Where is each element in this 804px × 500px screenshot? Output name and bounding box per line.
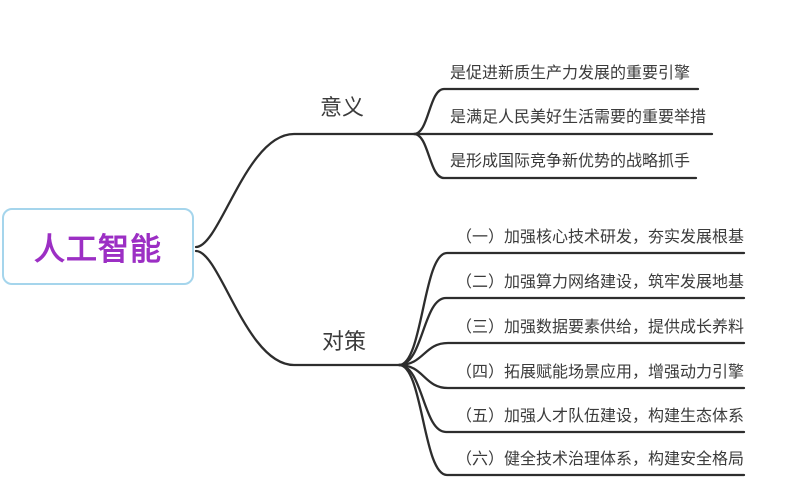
connector-significance-child-3 [412, 132, 698, 180]
leaf-node-countermeasure-4[interactable]: （四）拓展赋能场景应用，增强动力引擎 [456, 364, 745, 381]
connector-root-to-significance [194, 132, 416, 249]
root-node-label: 人工智能 [34, 232, 162, 267]
leaf-node-significance-1[interactable]: 是促进新质生产力发展的重要引擎 [450, 65, 691, 82]
branch-node-significance[interactable]: 意义 [320, 95, 365, 120]
leaf-node-significance-2[interactable]: 是满足人民美好生活需要的重要举措 [450, 109, 707, 126]
leaf-node-significance-3[interactable]: 是形成国际竞争新优势的战略抓手 [450, 153, 691, 170]
connector-countermeasure-child-3 [397, 341, 746, 367]
connector-significance-child-1 [412, 87, 700, 136]
connector-countermeasure-child-2 [397, 296, 746, 367]
connector-countermeasure-child-6 [397, 363, 746, 477]
leaf-node-countermeasure-3[interactable]: （三）加强数据要素供给，提供成长养料 [456, 319, 745, 336]
connector-countermeasure-child-1 [397, 251, 746, 367]
connector-countermeasure-child-4 [397, 363, 746, 390]
connector-root-to-countermeasure [194, 249, 401, 367]
leaf-node-countermeasure-1[interactable]: （一）加强核心技术研发，夯实发展根基 [456, 229, 745, 246]
leaf-node-countermeasure-5[interactable]: （五）加强人才队伍建设，构建生态体系 [456, 408, 745, 425]
leaf-node-countermeasure-2[interactable]: （二）加强算力网络建设，筑牢发展地基 [456, 274, 745, 291]
leaf-node-countermeasure-6[interactable]: （六）健全技术治理体系，构建安全格局 [456, 451, 745, 468]
branch-node-countermeasure[interactable]: 对策 [322, 329, 367, 354]
root-node[interactable]: 人工智能 [2, 208, 194, 285]
